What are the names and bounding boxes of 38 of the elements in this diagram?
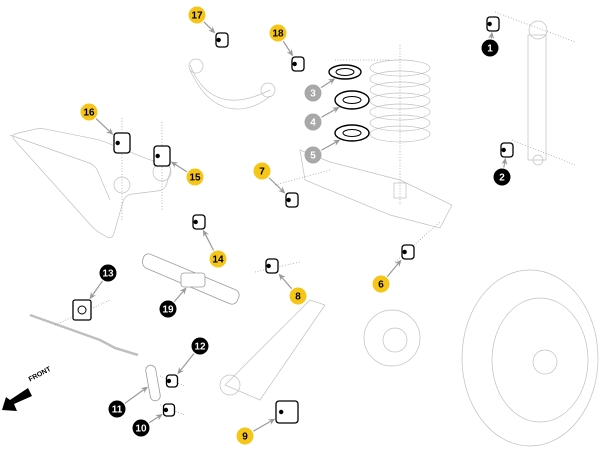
washer [328, 64, 362, 80]
callout-number: 10 [132, 420, 150, 436]
control-arm [142, 253, 240, 305]
callout-number: 15 [186, 168, 204, 186]
callout-number: 19 [160, 300, 176, 318]
link-arm [145, 364, 161, 402]
callout-number: 11 [108, 400, 126, 418]
bushing [153, 145, 171, 167]
bushing [401, 244, 415, 260]
callout-number: 12 [192, 338, 208, 354]
bushing [192, 214, 206, 230]
callout-number: 2 [494, 168, 510, 186]
callout-number: 9 [236, 428, 254, 444]
callout-number: 13 [100, 264, 116, 282]
bushing [166, 374, 178, 388]
callout-number: 6 [372, 276, 390, 292]
washer [334, 90, 370, 110]
callout-number: 4 [304, 114, 322, 130]
bushing [215, 32, 229, 48]
callout-number: 8 [290, 288, 306, 304]
bushing [162, 403, 176, 417]
bushing [291, 56, 305, 72]
callout-number: 18 [270, 24, 286, 42]
washer [334, 124, 370, 142]
bushing [285, 192, 299, 208]
callout-number: 3 [304, 84, 322, 102]
callout-number: 7 [254, 162, 270, 180]
bushing [486, 16, 500, 32]
mount-bushing [72, 299, 92, 321]
callout-number: 5 [304, 146, 322, 164]
bushing [500, 142, 514, 158]
callout-number: 1 [482, 40, 498, 56]
bushing [113, 132, 131, 154]
callout-number: 17 [188, 6, 206, 24]
callout-number: 16 [80, 104, 98, 120]
bushing [275, 400, 299, 424]
bushing [265, 258, 279, 274]
callout-number: 14 [210, 250, 226, 268]
